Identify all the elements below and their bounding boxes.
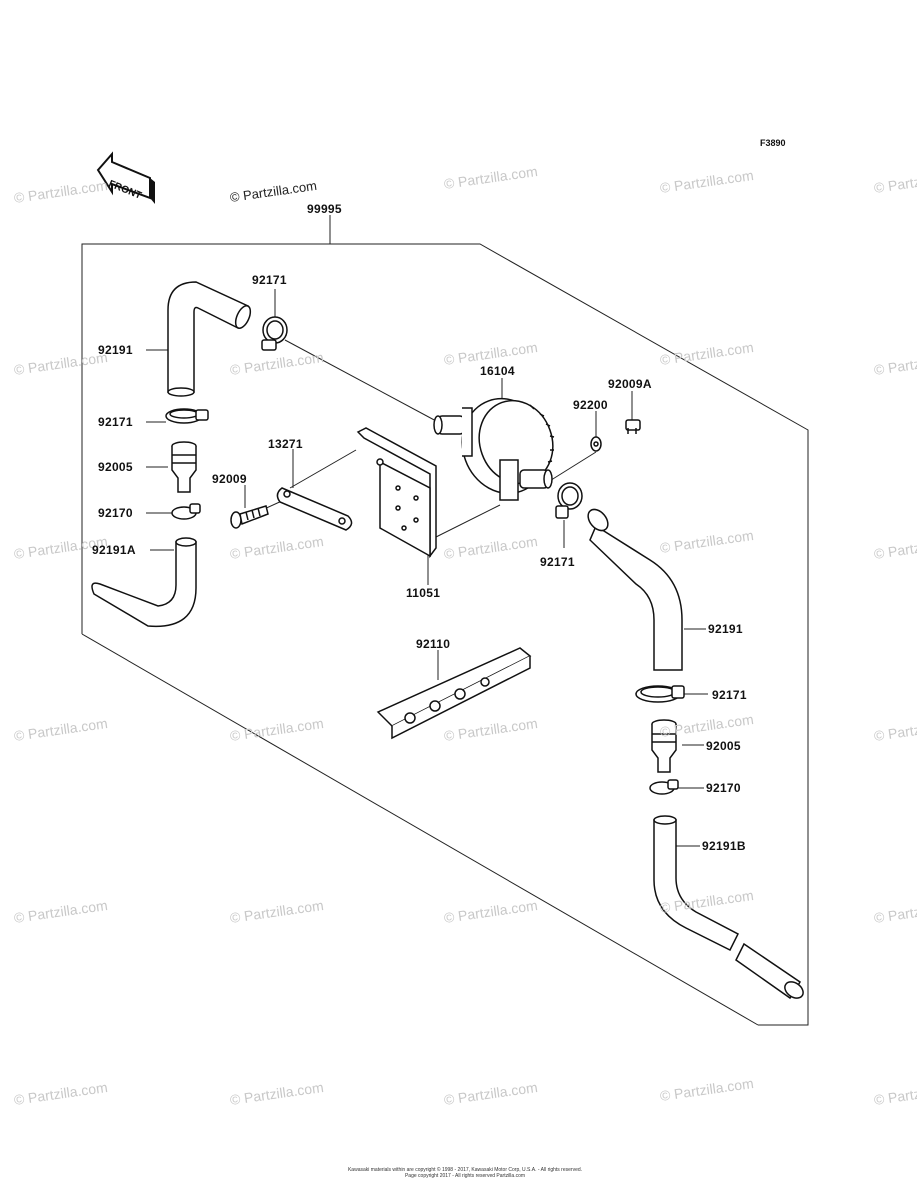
clamp-92171-top xyxy=(261,316,288,351)
label-92191-left: 92191 xyxy=(98,343,133,357)
clamp-92171-mid xyxy=(555,482,583,519)
filter-16104 xyxy=(433,397,555,501)
fitting-92005-left xyxy=(171,441,197,493)
clamp-92171-right xyxy=(635,685,685,703)
label-13271: 13271 xyxy=(268,437,303,451)
label-92171-top: 92171 xyxy=(252,273,287,287)
label-99995: 99995 xyxy=(307,202,342,216)
clamp-92170-right xyxy=(649,779,679,795)
plate-13271 xyxy=(276,487,353,531)
label-92200: 92200 xyxy=(573,398,608,412)
kit-boundary xyxy=(81,215,809,1026)
bracket-11051 xyxy=(356,427,437,559)
hose-92191B xyxy=(653,815,804,1000)
clamp-92170-left xyxy=(171,503,201,520)
clamp-92171-left xyxy=(165,408,209,424)
label-92005-right: 92005 xyxy=(706,739,741,753)
label-92191B: 92191B xyxy=(702,839,746,853)
copyright-line-2: Page copyright 2017 - All rights reserve… xyxy=(404,1173,526,1179)
label-92009A: 92009A xyxy=(608,377,652,391)
plate-92110 xyxy=(376,647,532,740)
screw-92009A xyxy=(625,419,641,434)
label-92191A: 92191A xyxy=(92,543,136,557)
label-92171-right: 92171 xyxy=(712,688,747,702)
diagram-code: F3890 xyxy=(760,138,786,148)
fitting-92005-right xyxy=(651,719,677,773)
label-92171-mid: 92171 xyxy=(540,555,575,569)
label-11051: 11051 xyxy=(406,586,441,600)
label-16104: 16104 xyxy=(480,364,515,378)
label-92110: 92110 xyxy=(416,637,451,651)
label-92005-left: 92005 xyxy=(98,460,133,474)
washer-92200 xyxy=(590,436,602,452)
hose-92191A xyxy=(91,537,197,628)
copyright-notice: Kawasaki materials within are copyright … xyxy=(300,1167,630,1179)
label-92170-right: 92170 xyxy=(706,781,741,795)
label-92191-right: 92191 xyxy=(708,622,743,636)
label-92171-left: 92171 xyxy=(98,415,133,429)
label-92009: 92009 xyxy=(212,472,247,486)
label-92170-left: 92170 xyxy=(98,506,133,520)
copyright-line-1: Kawasaki materials within are copyright … xyxy=(347,1167,583,1173)
hose-92191-right xyxy=(587,508,683,671)
hose-92191-left xyxy=(167,281,252,397)
bolt-92009 xyxy=(230,505,269,529)
